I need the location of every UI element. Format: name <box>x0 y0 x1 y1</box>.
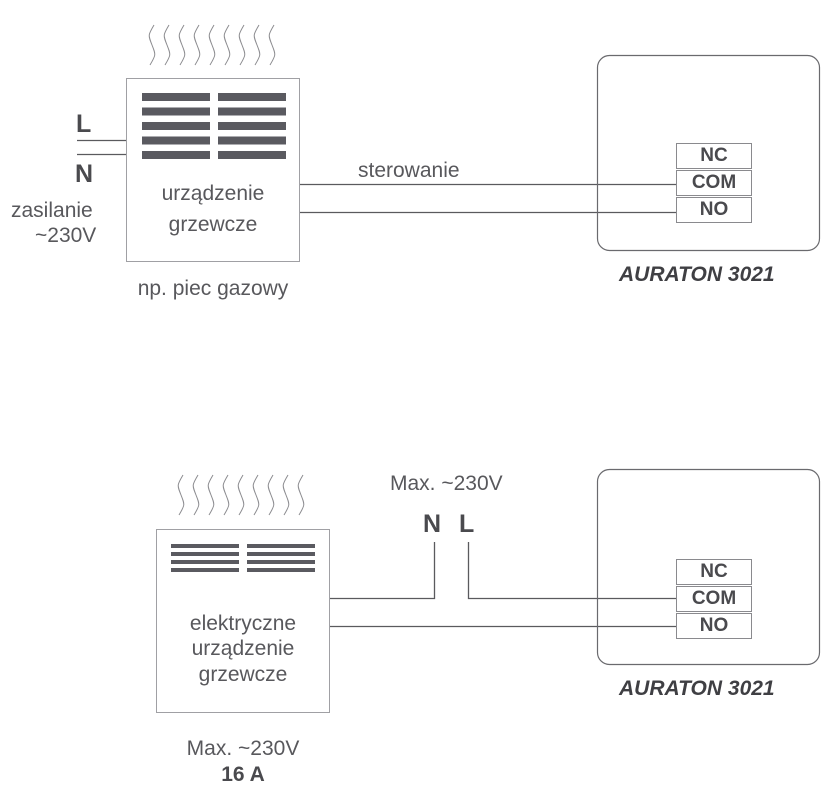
grille-bar <box>171 552 239 556</box>
heat-wave-icon <box>267 474 275 516</box>
heat-wave-icon <box>193 24 201 66</box>
bottom-thermostat-model: AURATON 3021 <box>619 677 775 700</box>
bottom-wire-N <box>330 542 436 600</box>
bottom-device-caption-current: 16 A <box>221 763 265 786</box>
top-supply-N-label: N <box>75 160 94 188</box>
top-device-caption: np. piec gazowy <box>137 277 289 300</box>
bottom-device-caption-voltage: Max. ~230V <box>186 737 300 760</box>
bottom-supply-L-label: L <box>459 510 475 538</box>
grille-bar <box>247 560 315 564</box>
grille-bar <box>218 93 286 101</box>
grille-bar <box>218 136 286 145</box>
heat-wave-icon <box>207 474 215 516</box>
top-grille-icon <box>142 93 286 159</box>
heat-wave-icon <box>238 24 246 66</box>
heat-wave-icon <box>268 24 276 66</box>
top-device-label-line2: grzewcze <box>168 213 258 236</box>
grille-bar <box>171 568 239 572</box>
top-heat-waves <box>148 24 276 66</box>
bottom-device-label-line3: grzewcze <box>198 663 288 686</box>
bottom-device-label-line1: elektryczne <box>189 612 297 635</box>
top-terminal-com: COM <box>676 170 752 196</box>
bottom-terminal-no: NO <box>676 613 752 639</box>
heat-wave-icon <box>253 24 261 66</box>
heat-wave-icon <box>297 474 305 516</box>
bottom-device-label-line2: urządzenie <box>191 637 295 660</box>
heat-wave-icon <box>177 474 185 516</box>
grille-bar <box>171 560 239 564</box>
heat-wave-icon <box>237 474 245 516</box>
bottom-terminal-com: COM <box>676 586 752 612</box>
grille-bar <box>247 552 315 556</box>
heat-wave-icon <box>282 474 290 516</box>
top-supply-L-label: L <box>76 110 92 138</box>
grille-bar <box>218 151 286 159</box>
top-terminal-no: NO <box>676 197 752 223</box>
grille-bar <box>218 122 286 130</box>
grille-bar <box>142 122 210 130</box>
heat-wave-icon <box>163 24 171 66</box>
top-thermostat-body <box>596 54 821 252</box>
heat-wave-icon <box>223 24 231 66</box>
top-terminal-nc: NC <box>676 143 752 169</box>
heat-wave-icon <box>148 24 156 66</box>
grille-bar <box>247 544 315 548</box>
grille-bar <box>142 93 210 101</box>
top-supply-label-line2: ~230V <box>35 224 97 247</box>
top-control-label: sterowanie <box>358 159 460 182</box>
top-supply-label-line1: zasilanie <box>11 199 93 222</box>
bottom-terminal-nc: NC <box>676 559 752 585</box>
grille-bar <box>171 544 239 548</box>
heat-wave-icon <box>178 24 186 66</box>
heat-wave-icon <box>192 474 200 516</box>
bottom-heat-waves <box>177 474 305 516</box>
grille-bar <box>142 107 210 116</box>
bottom-supply-label: Max. ~230V <box>390 472 503 495</box>
bottom-grille-icon <box>171 544 315 572</box>
grille-bar <box>247 568 315 572</box>
grille-bar <box>142 151 210 159</box>
bottom-thermostat-body <box>596 468 821 666</box>
bottom-wire-L <box>467 542 676 600</box>
heat-wave-icon <box>222 474 230 516</box>
bottom-supply-N-label: N <box>423 510 442 538</box>
grille-bar <box>142 136 210 145</box>
heat-wave-icon <box>252 474 260 516</box>
top-thermostat-model: AURATON 3021 <box>619 263 775 286</box>
heat-wave-icon <box>208 24 216 66</box>
grille-bar <box>218 107 286 116</box>
top-device-label-line1: urządzenie <box>161 182 265 205</box>
